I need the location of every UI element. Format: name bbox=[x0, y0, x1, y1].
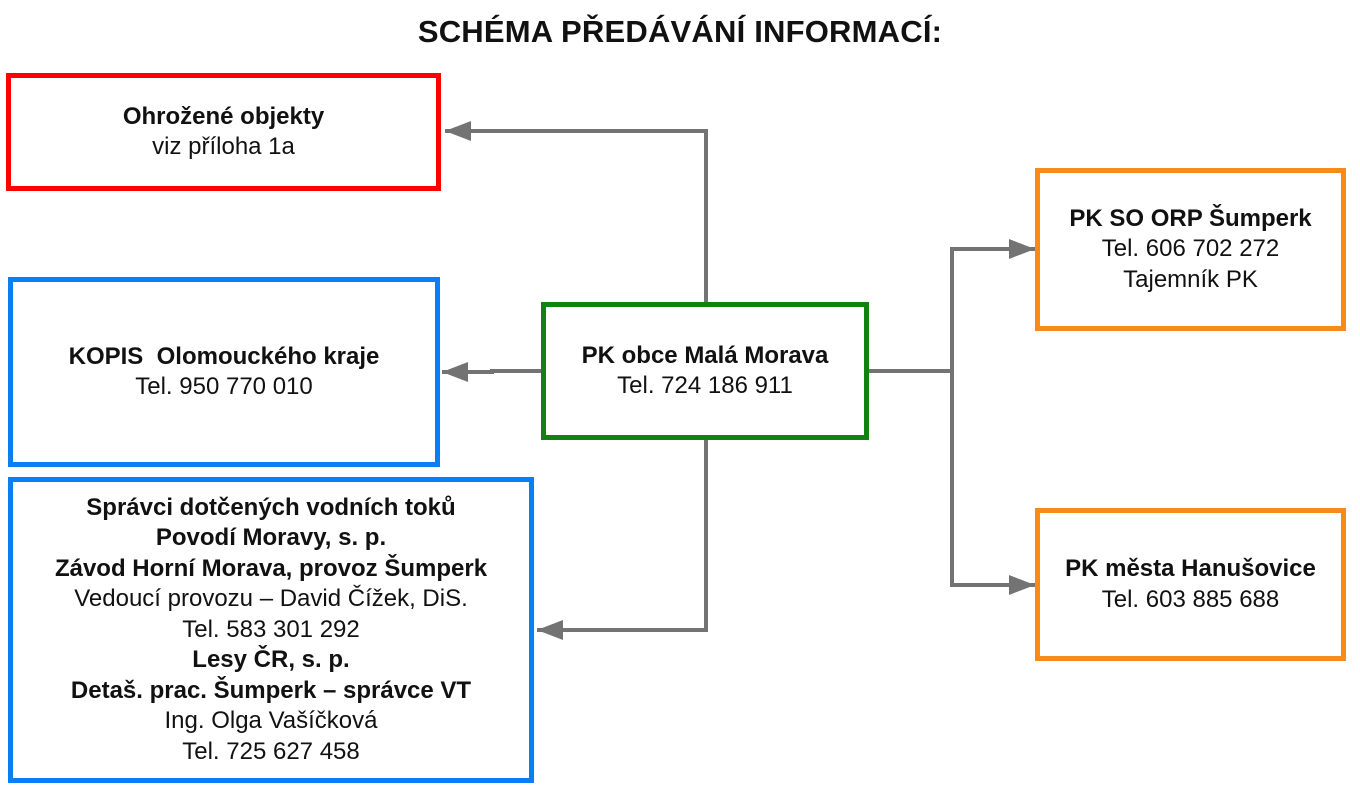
node-line: Povodí Moravy, s. p. bbox=[155, 524, 387, 552]
node-line: viz příloha 1a bbox=[152, 133, 295, 160]
node-line: PK SO ORP Šumperk bbox=[1069, 204, 1312, 232]
node-kopis: KOPIS Olomouckého kraje Tel. 950 770 010 bbox=[8, 277, 440, 467]
node-line: PK města Hanušovice bbox=[1065, 555, 1316, 582]
arrow-to-ohrozene-objekty bbox=[445, 121, 708, 302]
node-ohrozene-objekty: Ohrožené objekty viz příloha 1a bbox=[6, 73, 441, 191]
node-pk-obce: PK obce Malá Morava Tel. 724 186 911 bbox=[541, 302, 869, 440]
arrow-to-kopis bbox=[442, 362, 542, 382]
node-line: Tel. 603 885 688 bbox=[1101, 585, 1280, 613]
node-line: Tajemník PK bbox=[1123, 265, 1258, 293]
node-line: PK obce Malá Morava bbox=[581, 341, 829, 369]
node-line: Tel. 583 301 292 bbox=[182, 615, 360, 643]
node-line: Ohrožené objekty bbox=[122, 102, 325, 130]
node-line: Závod Horní Morava, provoz Šumperk bbox=[54, 554, 488, 582]
diagram-title: SCHÉMA PŘEDÁVÁNÍ INFORMACÍ: bbox=[417, 14, 943, 49]
node-line: Tel. 724 186 911 bbox=[617, 372, 793, 399]
node-line: Tel. 950 770 010 bbox=[135, 373, 313, 400]
node-line: Lesy ČR, s. p. bbox=[192, 646, 350, 674]
node-line: Tel. 725 627 458 bbox=[182, 737, 360, 765]
node-line: Ing. Olga Vašíčková bbox=[164, 707, 378, 735]
node-line: Správci dotčených vodních toků bbox=[86, 493, 456, 521]
node-line: Vedoucí provozu – David Čížek, DiS. bbox=[74, 585, 468, 613]
node-line: Detaš. prac. Šumperk – správce VT bbox=[70, 676, 472, 704]
node-pk-so-orp: PK SO ORP Šumperk Tel. 606 702 272 Tajem… bbox=[1035, 168, 1346, 331]
node-line: Tel. 606 702 272 bbox=[1101, 235, 1280, 263]
node-line: KOPIS Olomouckého kraje bbox=[68, 342, 380, 370]
node-pk-hanusovice: PK města Hanušovice Tel. 603 885 688 bbox=[1035, 508, 1346, 661]
arrow-to-spravci-toku bbox=[537, 439, 708, 640]
node-spravci-toku: Správci dotčených vodních toků Povodí Mo… bbox=[8, 477, 534, 783]
